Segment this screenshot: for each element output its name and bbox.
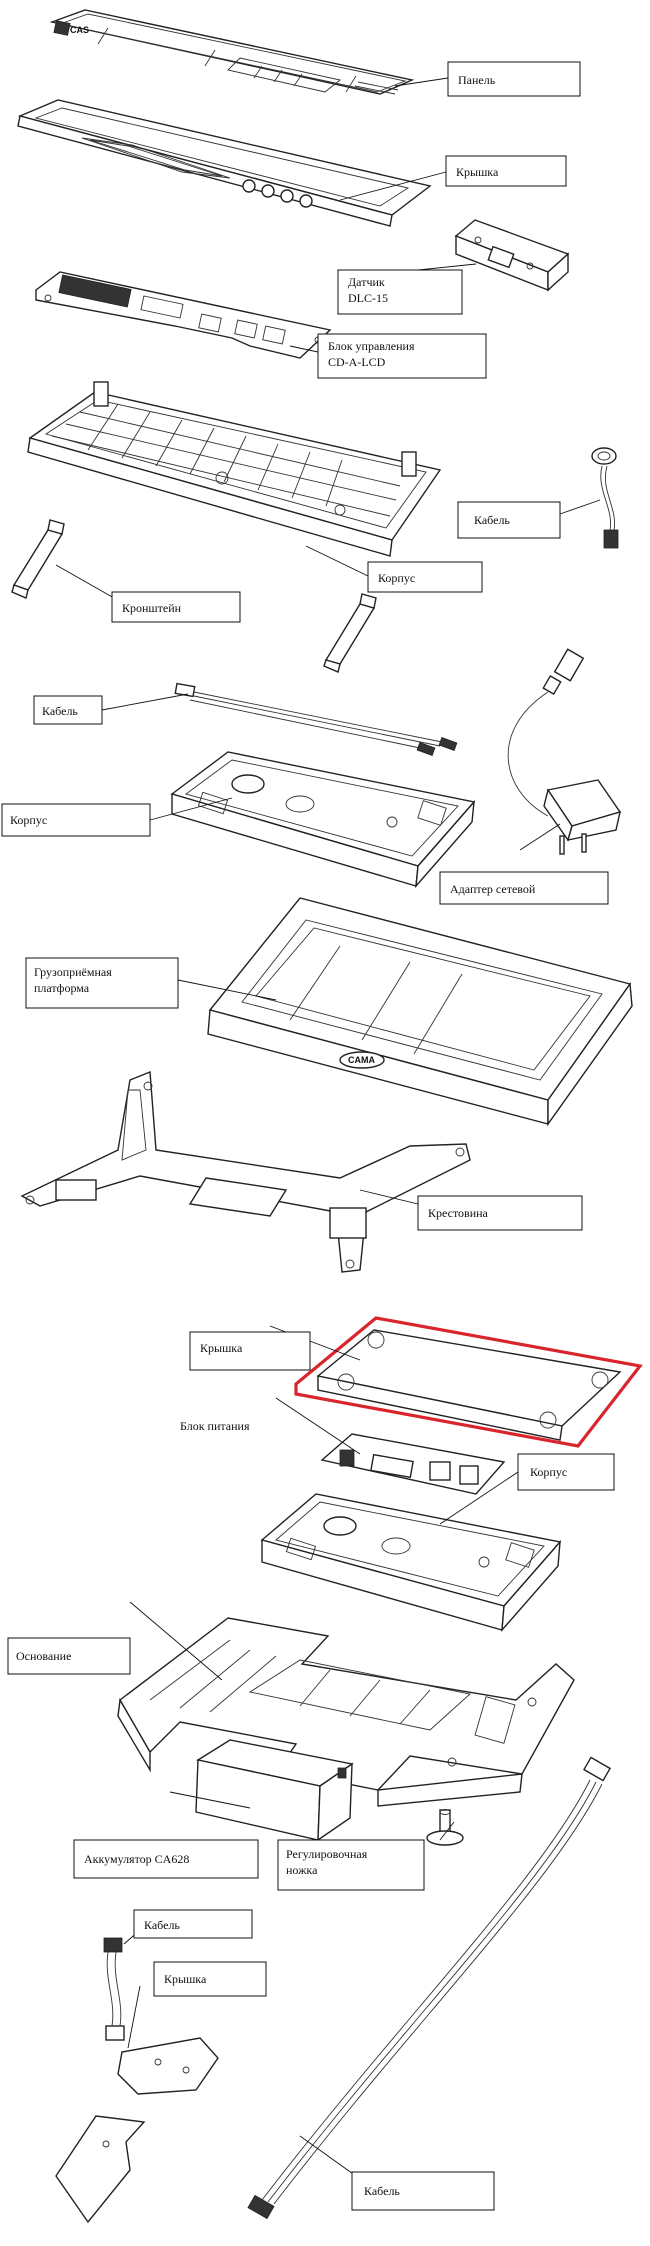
- label-base: Основание: [7, 1637, 131, 1675]
- svg-text:Крышка: Крышка: [200, 1341, 243, 1355]
- cover-3-part: [117, 2037, 219, 2095]
- svg-text:Блок питания: Блок питания: [180, 1419, 250, 1433]
- svg-text:Кронштейн: Кронштейн: [122, 601, 182, 615]
- label-housing-1: Корпус: [367, 561, 483, 593]
- svg-text:Регулировочная: Регулировочная: [286, 1847, 368, 1861]
- svg-text:Адаптер сетевой: Адаптер сетевой: [450, 882, 536, 896]
- label-cable-4: Кабель: [351, 2171, 495, 2211]
- svg-text:Кабель: Кабель: [42, 704, 78, 718]
- svg-text:Кабель: Кабель: [474, 513, 510, 527]
- svg-text:Панель: Панель: [458, 73, 496, 87]
- base-part: [117, 1617, 575, 1807]
- label-bracket: Кронштейн: [111, 591, 241, 623]
- leader-lines: [55, 77, 601, 2187]
- cover-2-part: [316, 1329, 622, 1441]
- adjustable-foot-part: [426, 1809, 464, 1846]
- svg-text:Датчик: Датчик: [348, 275, 385, 289]
- cable-3-part: [103, 1937, 125, 2041]
- label-foot: Регулировочная ножка: [277, 1839, 425, 1891]
- label-control-unit: Блок управления CD-A-LCD: [317, 333, 487, 379]
- ac-adapter-part: [507, 648, 622, 855]
- platform-logo: CAMA: [348, 1055, 375, 1065]
- label-cross: Крестовина: [417, 1195, 583, 1231]
- bracket-right-part: [323, 593, 377, 673]
- svg-text:ножка: ножка: [286, 1863, 318, 1877]
- label-cover-top: Крышка: [445, 155, 567, 187]
- svg-text:Крестовина: Крестовина: [428, 1206, 489, 1220]
- label-cover-2: Крышка: [189, 1331, 311, 1371]
- svg-text:Грузоприёмная: Грузоприёмная: [34, 965, 112, 979]
- cable-2-part: [174, 682, 458, 757]
- svg-text:Корпус: Корпус: [378, 571, 415, 585]
- brand-logo: CAS: [70, 25, 89, 35]
- svg-text:платформа: платформа: [34, 981, 90, 995]
- display-housing-part: [27, 381, 442, 557]
- cable-1-part: [591, 447, 619, 549]
- control-board-part: [35, 271, 332, 359]
- label-cable-2: Кабель: [33, 695, 103, 725]
- top-cover-part: [17, 99, 432, 227]
- bracket-left-part: [11, 519, 65, 599]
- load-sensor-part: [454, 219, 570, 292]
- lower-housing-part: [260, 1493, 562, 1633]
- svg-text:Кабель: Кабель: [144, 1918, 180, 1932]
- power-unit-part: [320, 1433, 506, 1495]
- label-cable-1: Кабель: [457, 501, 561, 539]
- cover-4-part: [55, 2115, 146, 2224]
- svg-text:Крышка: Крышка: [164, 1972, 207, 1986]
- svg-text:Основание: Основание: [16, 1649, 71, 1663]
- label-panel: Панель: [447, 61, 581, 97]
- platform-part: CAMA: [207, 897, 633, 1127]
- svg-text:Корпус: Корпус: [10, 813, 47, 827]
- cross-frame-part: [20, 1070, 471, 1273]
- svg-text:CD-A-LCD: CD-A-LCD: [328, 355, 386, 369]
- label-housing-2: Корпус: [1, 803, 151, 837]
- label-adapter: Адаптер сетевой: [439, 871, 609, 905]
- label-sensor: Датчик DLC-15: [337, 269, 463, 315]
- svg-text:Крышка: Крышка: [456, 165, 499, 179]
- svg-text:Аккумулятор CA628: Аккумулятор CA628: [84, 1852, 189, 1866]
- label-cable-3: Кабель: [133, 1909, 253, 1939]
- label-platform: Грузоприёмная платформа: [25, 957, 179, 1009]
- upper-housing-part: [170, 751, 476, 889]
- svg-text:DLC-15: DLC-15: [348, 291, 388, 305]
- svg-text:Корпус: Корпус: [530, 1465, 567, 1479]
- label-cover-3: Крышка: [153, 1961, 267, 1997]
- label-battery: Аккумулятор CA628: [73, 1839, 259, 1879]
- highlight-frame: [294, 1316, 643, 1448]
- battery-part: [195, 1739, 354, 1842]
- label-power-unit: Блок питания: [180, 1419, 250, 1433]
- label-housing-3: Корпус: [517, 1453, 615, 1491]
- svg-text:Блок управления: Блок управления: [328, 339, 415, 353]
- svg-text:Кабель: Кабель: [364, 2184, 400, 2198]
- cable-4-part: [247, 1756, 611, 2220]
- panel-part: [49, 9, 415, 95]
